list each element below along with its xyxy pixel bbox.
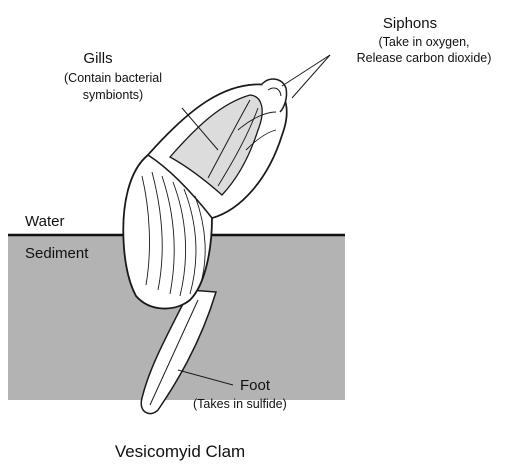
sediment-label: Sediment xyxy=(25,245,89,262)
siphon-leader-2 xyxy=(292,55,330,98)
gills-note-line2: symbionts) xyxy=(83,88,143,102)
siphon-leader-1 xyxy=(282,55,330,86)
gills-note-line1: (Contain bacterial xyxy=(64,71,162,85)
water-label: Water xyxy=(25,213,64,230)
gills-label: Gills xyxy=(83,50,112,67)
diagram-caption: Vesicomyid Clam xyxy=(115,442,245,461)
siphons-label: Siphons xyxy=(383,15,437,32)
siphons-note-line1: (Take in oxygen, xyxy=(378,35,469,49)
siphons-note-line2: Release carbon dioxide) xyxy=(357,51,492,65)
foot-label: Foot xyxy=(240,377,271,394)
foot-note: (Takes in sulfide) xyxy=(193,397,287,411)
